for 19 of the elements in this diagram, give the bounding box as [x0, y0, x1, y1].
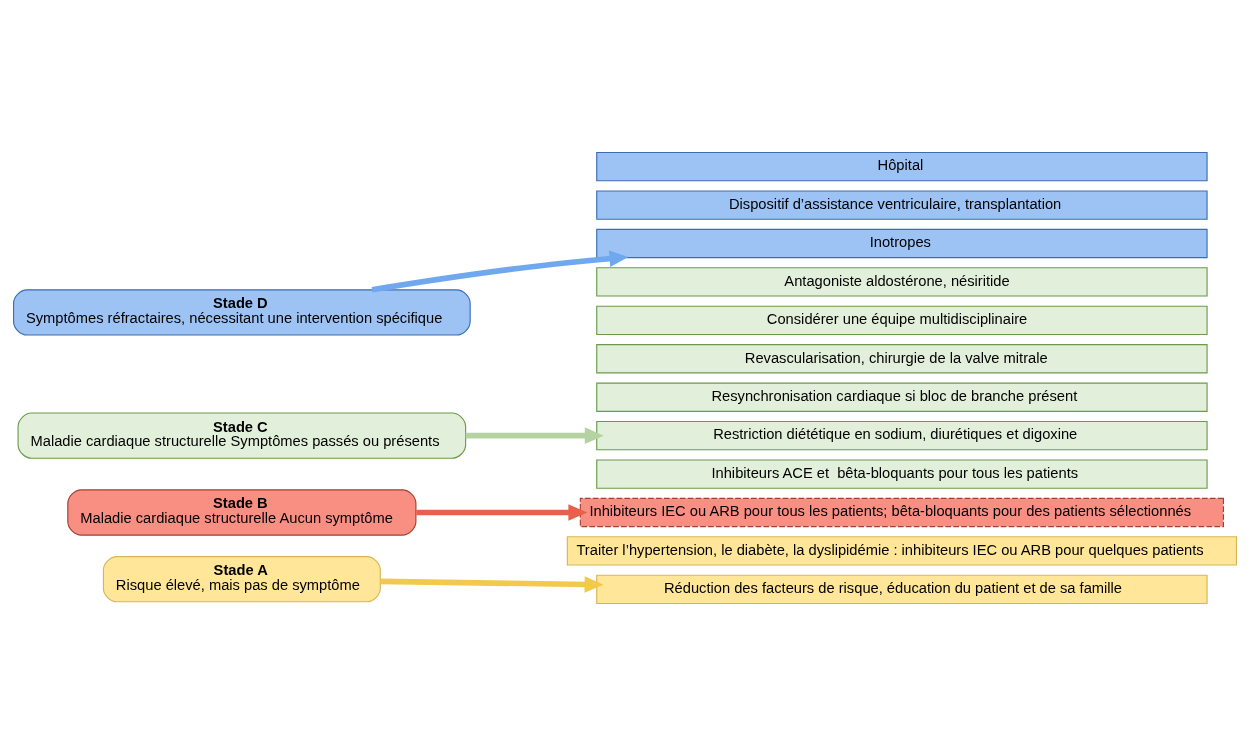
node-box: Considérer une équipe multidisciplinaire	[596, 305, 1208, 336]
node-box: Revascularisation, chirurgie de la valve mitrale	[596, 344, 1208, 374]
node-box: Stade C Maladie cardiaque structurelle Symptômes passés ou présents	[17, 412, 467, 459]
node-box: Stade D Symptômes réfractaires, nécessitant une intervention spécifique	[13, 289, 471, 336]
node-box: Dispositif d’assistance ventriculaire, transplantation	[596, 190, 1208, 220]
arrow	[465, 427, 604, 444]
node-box: Réduction des facteurs de risque, éducation du patient et de sa famille	[596, 574, 1208, 605]
node-box: Inotropes	[596, 228, 1208, 259]
node-box: Antagoniste aldostérone, nésiritide	[596, 267, 1208, 297]
node-box: Restriction diététique en sodium, diurétiques et digoxine	[596, 420, 1208, 451]
node-box: Stade B Maladie cardiaque structurelle Aucun symptôme	[67, 489, 417, 536]
node-box: Hôpital	[596, 151, 1208, 182]
node-box: Stade A Risque élevé, mais pas de symptôme	[102, 556, 381, 603]
arrow	[416, 504, 588, 521]
arrow	[380, 576, 604, 593]
node-box: Resynchronisation cardiaque si bloc de branche présent	[596, 382, 1208, 412]
node-box: Inhibiteurs IEC ou ARB pour tous les patients; bêta-bloquants pour des patients sélectionnés	[579, 497, 1224, 528]
node-box: Inhibiteurs ACE et bêta-bloquants pour tous les patients	[596, 459, 1208, 489]
node-box: Traiter l’hypertension, le diabète, la dyslipidémie : inhibiteurs IEC ou ARB pour quelques patients	[566, 536, 1237, 566]
